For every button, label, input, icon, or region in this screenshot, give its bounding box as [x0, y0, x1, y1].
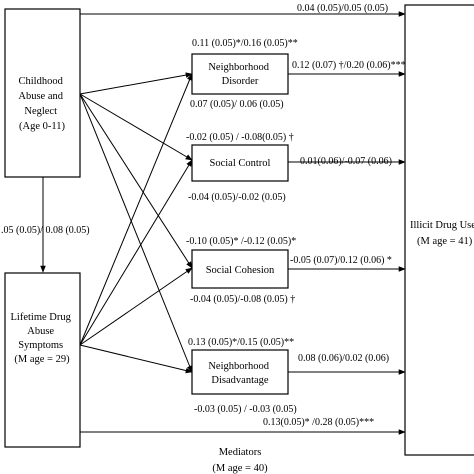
label-below-cohesion: -0.04 (0.05)/-0.08 (0.05) † — [190, 294, 295, 305]
node-neighborhood-disadvantage: Neighborhood Disadvantage — [191, 349, 289, 395]
node-childhood-abuse: Childhood Abuse and Neglect (Age 0-11) — [4, 8, 81, 178]
label-lifetime-to-illicit: 0.13(0.05)* /0.28 (0.05)*** — [263, 417, 374, 428]
label-below-control: -0.04 (0.05)/-0.02 (0.05) — [188, 192, 286, 203]
node-neighborhood-disadvantage-label: Neighborhood Disadvantage — [208, 361, 271, 386]
label-control-to-illicit: 0.01(0.06)/-0.07 (0.06) — [300, 156, 392, 167]
node-neighborhood-disorder-box — [191, 53, 289, 95]
node-illicit-drug-use: Illicit Drug Use (M age = 41) — [404, 4, 474, 456]
label-below-disorder: 0.07 (0.05)/ 0.06 (0.05) — [190, 99, 284, 110]
label-abuse-to-lifetime: .05 (0.05)/ 0.08 (0.05) — [1, 225, 90, 236]
label-to-disadvantage: 0.13 (0.05)*/0.15 (0.05)** — [188, 337, 294, 348]
mediators-age: (M age = 40) — [212, 463, 268, 474]
node-social-control: Social Control — [191, 144, 289, 182]
edges — [40, 11, 406, 435]
node-social-cohesion-box — [191, 249, 289, 289]
edge-lifetime-to-disorder — [79, 73, 193, 346]
node-illicit-drug-use-box — [404, 4, 474, 456]
edge-labels: 0.04 (0.05)/0.05 (0.05) 0.11 (0.05)*/0.1… — [1, 3, 406, 428]
label-disorder-to-illicit: 0.12 (0.07) †/0.20 (0.06)*** — [292, 60, 406, 71]
node-childhood-abuse-label: Childhood Abuse and Neglect (Age 0-11) — [18, 76, 65, 132]
edge-lifetime-to-cohesion — [79, 267, 193, 346]
edge-lifetime-to-disadvantage — [79, 344, 193, 374]
mediators-title: Mediators — [219, 447, 262, 458]
label-disadvantage-to-illicit: 0.08 (0.06)/0.02 (0.06) — [298, 353, 389, 364]
edge-abuse-to-control — [79, 93, 193, 161]
node-social-control-box — [191, 144, 289, 182]
label-to-disorder: 0.11 (0.05)*/0.16 (0.05)** — [192, 38, 298, 49]
node-childhood-abuse-box — [4, 8, 81, 178]
mediators-caption: Mediators (M age = 40) — [212, 447, 268, 474]
label-to-control: -0.02 (0.05) / -0.08(0.05) † — [186, 132, 294, 143]
node-neighborhood-disadvantage-box — [191, 349, 289, 395]
label-cohesion-to-illicit: -0.05 (0.07)/0.12 (0.06) * — [290, 255, 392, 266]
edge-abuse-to-disorder — [79, 72, 193, 95]
label-below-disadvantage: -0.03 (0.05) / -0.03 (0.05) — [194, 404, 297, 415]
node-neighborhood-disorder-label: Neighborhood Disorder — [208, 62, 271, 87]
node-lifetime-drug-abuse-label: Lifetime Drug Abuse Symptoms (M age = 29… — [11, 312, 74, 365]
edge-abuse-to-cohesion — [79, 93, 193, 269]
node-lifetime-drug-abuse-box — [4, 272, 81, 448]
label-to-cohesion: -0.10 (0.05)* /-0.12 (0.05)* — [186, 236, 296, 247]
node-neighborhood-disorder: Neighborhood Disorder — [191, 53, 289, 95]
edge-lifetime-to-control — [79, 159, 193, 346]
node-illicit-drug-use-label: Illicit Drug Use (M age = 41) — [410, 220, 474, 247]
node-social-cohesion-label: Social Cohesion — [206, 265, 275, 276]
node-social-cohesion: Social Cohesion — [191, 249, 289, 289]
edge-abuse-to-disadvantage — [79, 93, 193, 373]
label-abuse-to-illicit: 0.04 (0.05)/0.05 (0.05) — [297, 3, 388, 14]
node-lifetime-drug-abuse: Lifetime Drug Abuse Symptoms (M age = 29… — [4, 272, 81, 448]
node-social-control-label: Social Control — [210, 158, 271, 169]
